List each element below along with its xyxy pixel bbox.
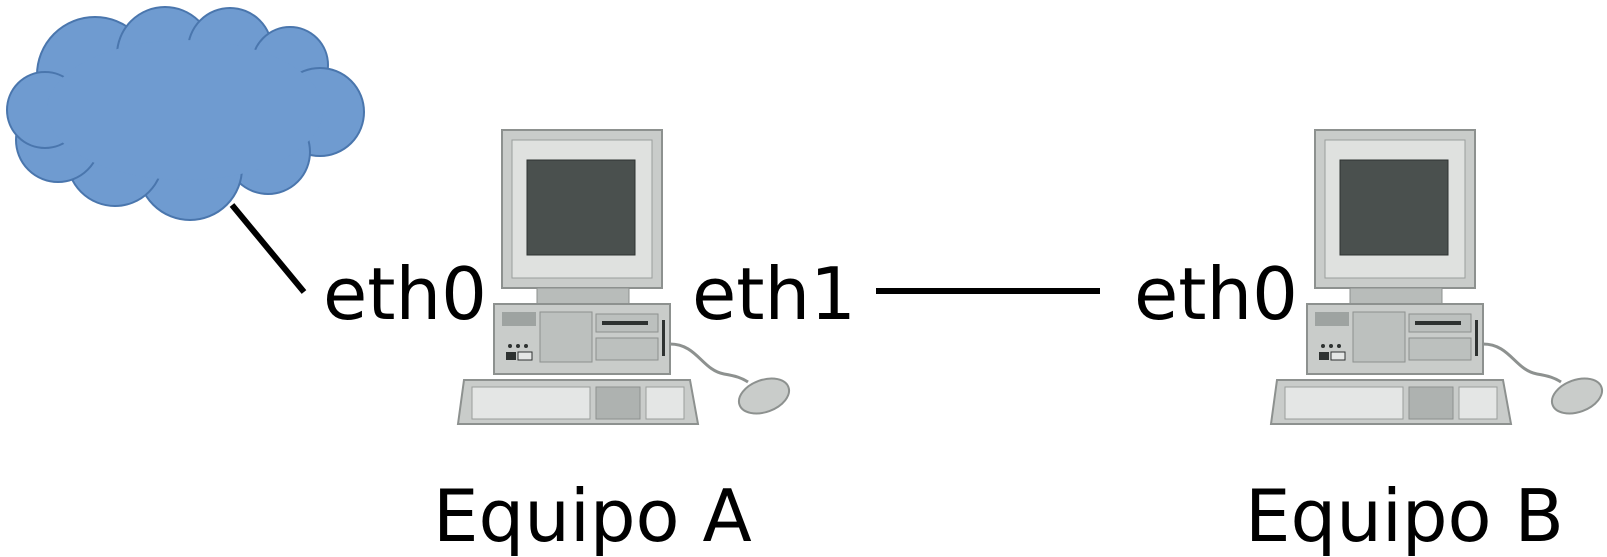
equipo-a-eth1-label: eth1 bbox=[692, 252, 856, 336]
equipo-b-eth0-label: eth0 bbox=[1134, 252, 1298, 336]
equipo-a-eth0-label: eth0 bbox=[323, 252, 487, 336]
equipo-b-label: Equipo B bbox=[1245, 474, 1564, 557]
link-internet-equipo-a bbox=[229, 203, 307, 294]
desktop-computer-icon bbox=[1269, 128, 1607, 426]
cloud-icon bbox=[6, 6, 365, 221]
equipo-a-label: Equipo A bbox=[433, 474, 752, 557]
